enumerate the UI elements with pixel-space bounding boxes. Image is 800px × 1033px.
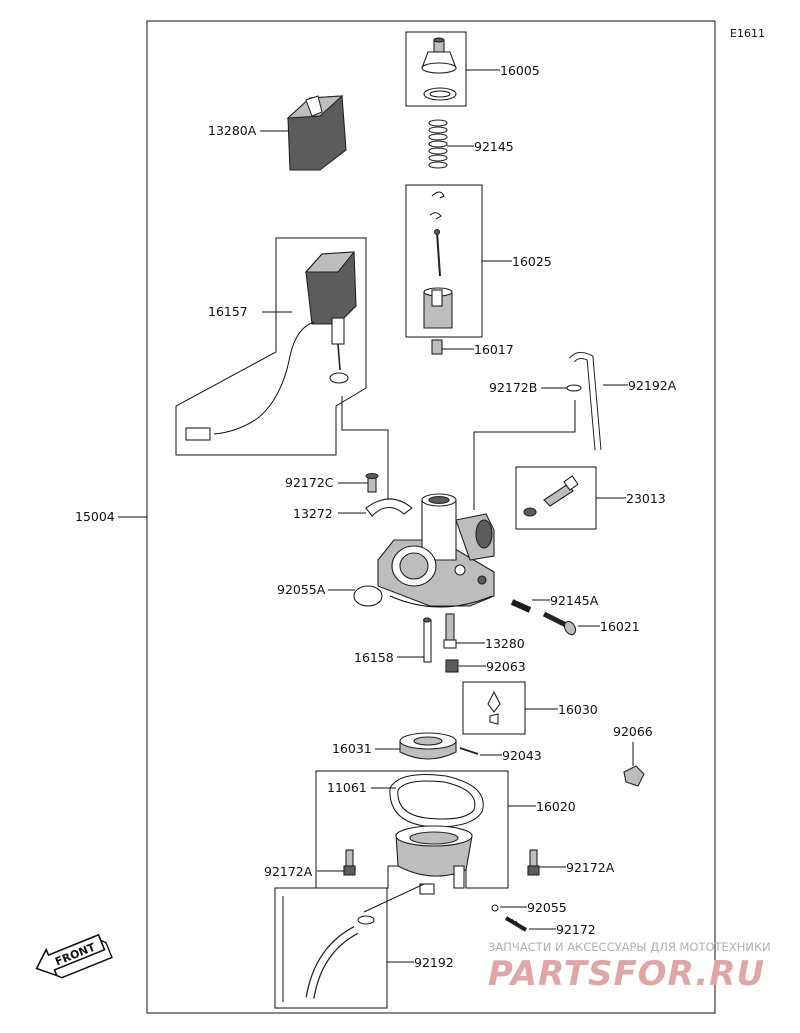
label-13280A: 13280A (208, 123, 257, 138)
label-92043: 92043 (502, 748, 542, 763)
label-16017: 16017 (474, 342, 514, 357)
carburetor-body-part (377, 493, 495, 608)
throttle-slide-part (423, 287, 453, 329)
label-23013: 23013 (626, 491, 666, 506)
jet-13280-part (443, 613, 457, 649)
jet-16158-part (422, 617, 432, 663)
float-bowl-part (395, 825, 473, 895)
label-13272: 13272 (293, 506, 333, 521)
label-16020: 16020 (536, 799, 576, 814)
float-pin-part (459, 747, 479, 755)
label-16030: 16030 (558, 702, 598, 717)
box-16157 (175, 237, 367, 456)
rubber-boot-part (286, 95, 347, 171)
hose-clip-part (357, 915, 375, 925)
watermark-subtitle: ЗАПЧАСТИ И АКСЕССУАРЫ ДЛЯ МОТОТЕХНИКИ (488, 940, 771, 954)
label-92172: 92172 (556, 922, 596, 937)
label-92063: 92063 (486, 659, 526, 674)
label-92145A: 92145A (550, 593, 599, 608)
label-92172A-left: 92172A (264, 864, 313, 879)
label-92172A-right: 92172A (566, 860, 615, 875)
float-valve-part (487, 690, 501, 713)
label-15004: 15004 (75, 509, 115, 524)
gasket-11061-part (389, 774, 484, 828)
label-16031: 16031 (332, 741, 372, 756)
screw-92172A-left-part (343, 849, 356, 876)
drain-screw-92172-part (504, 916, 528, 932)
spring-part (428, 119, 448, 169)
jet-needle-part (436, 231, 441, 277)
o-ring-92055A-part (353, 585, 383, 607)
spring-92145A-part (510, 599, 532, 613)
label-92192A: 92192A (628, 378, 677, 393)
label-16005: 16005 (500, 63, 540, 78)
label-16157: 16157 (208, 304, 248, 319)
label-92172B: 92172B (489, 380, 537, 395)
box-16030 (462, 681, 526, 735)
cap-92066-part (623, 765, 645, 787)
label-92145: 92145 (474, 139, 514, 154)
screw-92172C-part (365, 472, 379, 493)
choke-plate-part (365, 498, 413, 517)
float-16031-part (399, 732, 457, 760)
label-16025: 16025 (512, 254, 552, 269)
front-direction-badge: FRONT (35, 933, 113, 979)
label-92066: 92066 (613, 724, 653, 739)
tube-clip-part (566, 384, 582, 392)
label-16158: 16158 (354, 650, 394, 665)
air-screw-16021-part (542, 611, 577, 636)
carb-cap-part (421, 37, 457, 74)
drain-hose-part (305, 926, 359, 999)
box-16005 (405, 31, 467, 107)
main-jet-92063-part (445, 659, 459, 673)
screw-92172A-right-part (527, 849, 540, 876)
label-13280: 13280 (485, 636, 525, 651)
box-92192 (274, 887, 388, 1009)
needle-jet-part (431, 339, 443, 355)
label-16021: 16021 (600, 619, 640, 634)
figure-code: E1611 (730, 27, 765, 40)
o-ring-92055-part (491, 904, 499, 912)
label-11061: 11061 (327, 780, 367, 795)
auto-choke-part (185, 251, 357, 441)
cap-ring-part (423, 87, 457, 101)
label-92055: 92055 (527, 900, 567, 915)
label-92192: 92192 (414, 955, 454, 970)
clip-part (431, 191, 445, 199)
watermark-brand: PARTSFOR.RU (488, 954, 765, 994)
label-92172C: 92172C (285, 475, 334, 490)
throttle-stop-screw-part (523, 475, 579, 517)
label-92055A: 92055A (277, 582, 326, 597)
